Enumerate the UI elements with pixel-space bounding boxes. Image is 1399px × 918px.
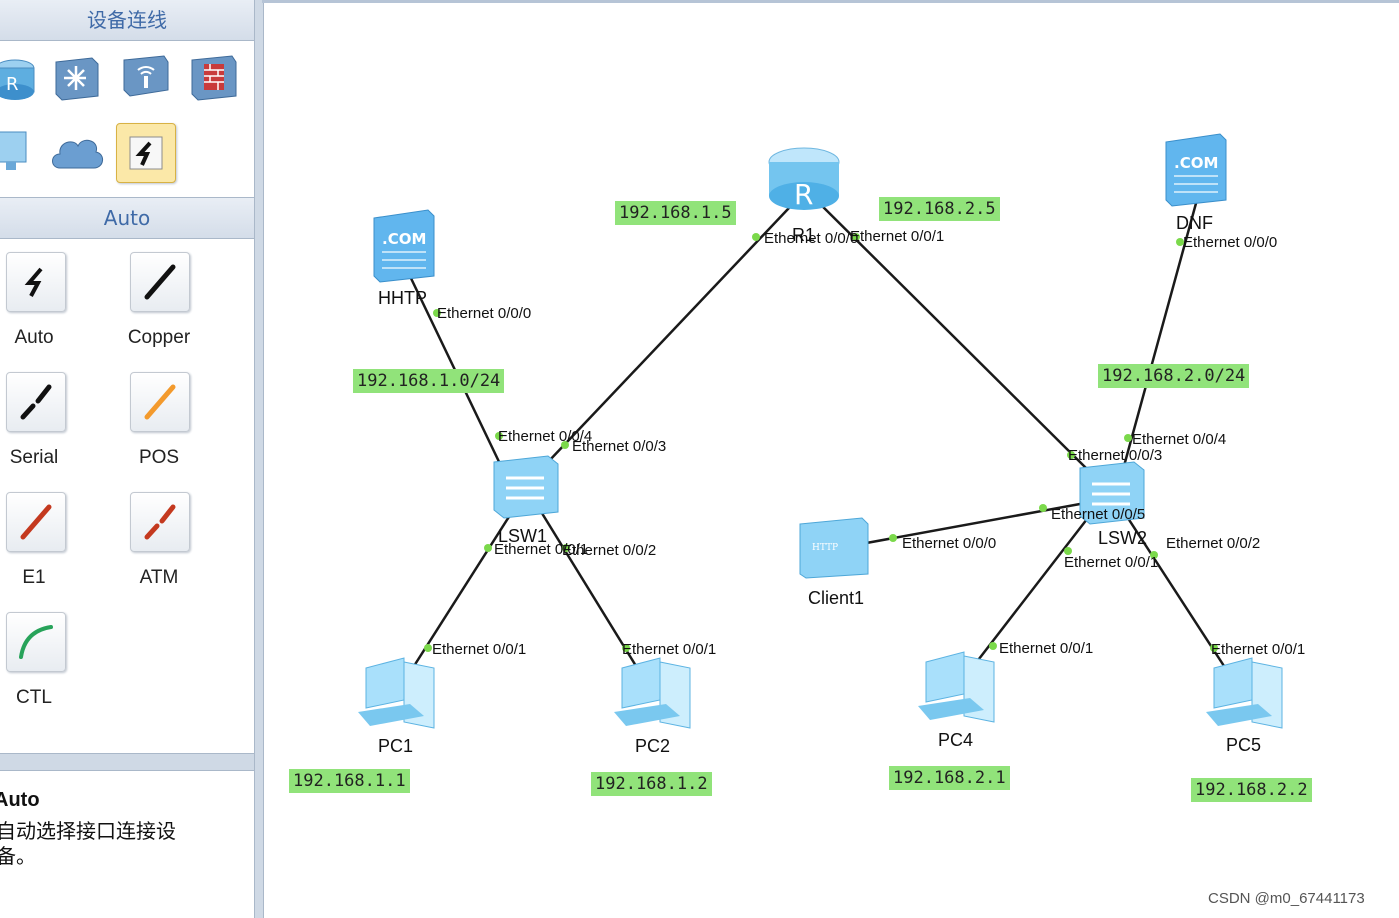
switch-icon[interactable] (52, 54, 100, 106)
port-label: Ethernet 0/0/0 (1183, 234, 1278, 251)
e1-cable-label: E1 (22, 567, 46, 588)
pos-cable-label: POS (138, 447, 180, 468)
ip-label: 192.168.1.2 (591, 772, 712, 796)
ip-label: 192.168.2.0/24 (1098, 364, 1250, 388)
ip-label: 192.168.1.0/24 (353, 369, 505, 393)
palette-header: 设备连线 (0, 0, 254, 41)
svg-text:R: R (6, 74, 19, 95)
pos-cable-icon[interactable] (130, 372, 190, 432)
port-label: Ethernet 0/0/4 (498, 428, 593, 445)
canvas-top-border (262, 0, 1399, 3)
serial-cable-icon[interactable] (6, 372, 66, 432)
serial-cable-label: Serial (9, 447, 59, 468)
port-dots (424, 233, 1218, 652)
port-label: Ethernet 0/0/5 (1051, 506, 1146, 523)
port-label: Ethernet 0/0/1 (1211, 641, 1306, 658)
svg-text:HTTP: HTTP (812, 543, 838, 553)
panel-divider[interactable] (254, 0, 264, 918)
auto-cable-label: Auto (14, 327, 54, 348)
link-lsw1-pc2 (538, 509, 638, 667)
watermark: CSDN @m0_67441173 (1208, 890, 1365, 907)
svg-text:R: R (794, 178, 813, 211)
switch-lsw2-icon[interactable] (1079, 461, 1145, 525)
router-r1-icon[interactable]: R (768, 147, 840, 211)
description-title: Auto (0, 789, 40, 811)
device-label-dnf: DNF (1176, 213, 1213, 233)
port-label: Ethernet 0/0/2 (562, 542, 657, 559)
device-label-lsw2: LSW2 (1098, 528, 1148, 548)
device-label-pc2: PC2 (635, 736, 671, 756)
port-label: Ethernet 0/0/2 (1166, 535, 1261, 552)
port-label: Ethernet 0/0/1 (1064, 554, 1159, 571)
device-label-pc1: PC1 (378, 736, 414, 756)
ip-label: 192.168.2.2 (1191, 778, 1312, 802)
pc1-icon[interactable] (358, 657, 435, 729)
device-label-r1: R1 (792, 225, 816, 245)
auto-connection-icon[interactable] (116, 123, 176, 183)
link-r1-lsw1 (547, 189, 807, 463)
pc5-icon[interactable] (1206, 657, 1283, 729)
port-label: Ethernet 0/0/1 (622, 641, 717, 658)
router-icon[interactable]: R (0, 54, 36, 106)
port-label: Ethernet 0/0/0 (902, 535, 997, 552)
svg-text:.COM: .COM (1174, 154, 1218, 172)
ip-label: 192.168.1.1 (289, 769, 410, 793)
pc-icon[interactable] (0, 128, 32, 178)
device-label-pc5: PC5 (1226, 735, 1262, 755)
device-label-hhtp: HHTP (378, 288, 427, 308)
e1-cable-icon[interactable] (6, 492, 66, 552)
link-lsw2-pc5 (1122, 511, 1226, 667)
server-dnf-icon[interactable]: .COM (1165, 133, 1227, 207)
port-label: Ethernet 0/0/1 (494, 541, 589, 558)
port-label: Ethernet 0/0/0 (764, 230, 859, 247)
switch-lsw1-icon[interactable] (493, 455, 559, 519)
atm-cable-label: ATM (139, 567, 179, 588)
device-palette: 设备连线 R Auto Auto Copper Serial POS E1 (0, 0, 254, 918)
atm-cable-icon[interactable] (130, 492, 190, 552)
device-label-lsw1: LSW1 (498, 526, 548, 546)
port-label: Ethernet 0/0/1 (850, 228, 945, 245)
copper-cable-icon[interactable] (130, 252, 190, 312)
description-text: 自动选择接口连接设备。 (0, 819, 176, 868)
auto-section-header: Auto (0, 197, 254, 239)
ctl-cable-label: CTL (16, 687, 52, 708)
server-hhtp-icon[interactable]: .COM (373, 209, 435, 283)
pc4-icon[interactable] (918, 651, 995, 723)
port-label: Ethernet 0/0/1 (999, 640, 1094, 657)
port-label: Ethernet 0/0/3 (1068, 447, 1163, 464)
cloud-icon[interactable] (48, 130, 106, 178)
firewall-icon[interactable] (190, 54, 238, 106)
port-label: Ethernet 0/0/1 (432, 641, 527, 658)
pc2-icon[interactable] (614, 657, 691, 729)
device-label-client1: Client1 (808, 588, 865, 608)
ctl-cable-icon[interactable] (6, 612, 66, 672)
link-dnf-lsw2 (1122, 195, 1200, 467)
svg-text:.COM: .COM (382, 230, 426, 248)
palette-splitter[interactable] (0, 753, 254, 771)
port-label: Ethernet 0/0/0 (437, 305, 532, 322)
client1-icon[interactable]: HTTP (799, 517, 869, 579)
device-label-pc4: PC4 (938, 730, 974, 750)
port-label: Ethernet 0/0/3 (572, 438, 667, 455)
ip-label: 192.168.1.5 (615, 201, 736, 225)
port-label: Ethernet 0/0/4 (1132, 431, 1227, 448)
ip-label: 192.168.2.1 (889, 766, 1010, 790)
wireless-icon[interactable] (122, 54, 170, 102)
ip-label: 192.168.2.5 (879, 197, 1000, 221)
link-lsw1-pc1 (412, 511, 514, 667)
copper-cable-label: Copper (127, 327, 191, 348)
link-lsw2-pc4 (971, 509, 1095, 669)
auto-cable-icon[interactable] (6, 252, 66, 312)
